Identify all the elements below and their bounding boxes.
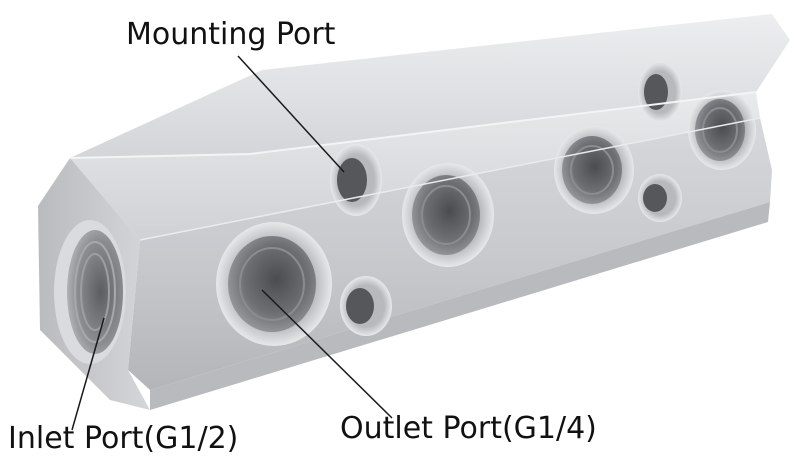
edge-highlight-lower: [139, 117, 761, 241]
outlet-port-leader: [261, 289, 393, 419]
lower-bevel: [150, 202, 770, 410]
mounting-port-leader: [237, 55, 345, 173]
edge-highlight: [69, 91, 757, 159]
inlet-port-leader: [71, 317, 105, 431]
mounting-hole-3: [638, 62, 682, 122]
top-face: [70, 14, 790, 158]
mounting-hole-4: [638, 174, 682, 222]
outlet-port-3: [554, 126, 634, 214]
inlet-port-label: Inlet Port(G1/2): [8, 421, 239, 456]
mounting-port-label: Mounting Port: [126, 17, 336, 52]
inlet-port: [54, 220, 126, 364]
outlet-port-1: [216, 222, 332, 346]
outlet-port-4: [688, 90, 756, 170]
mounting-hole-2: [340, 276, 392, 336]
outlet-port-2: [402, 163, 494, 267]
outlet-port-label: Outlet Port(G1/4): [340, 411, 597, 446]
mounting-hole-1: [330, 144, 382, 216]
